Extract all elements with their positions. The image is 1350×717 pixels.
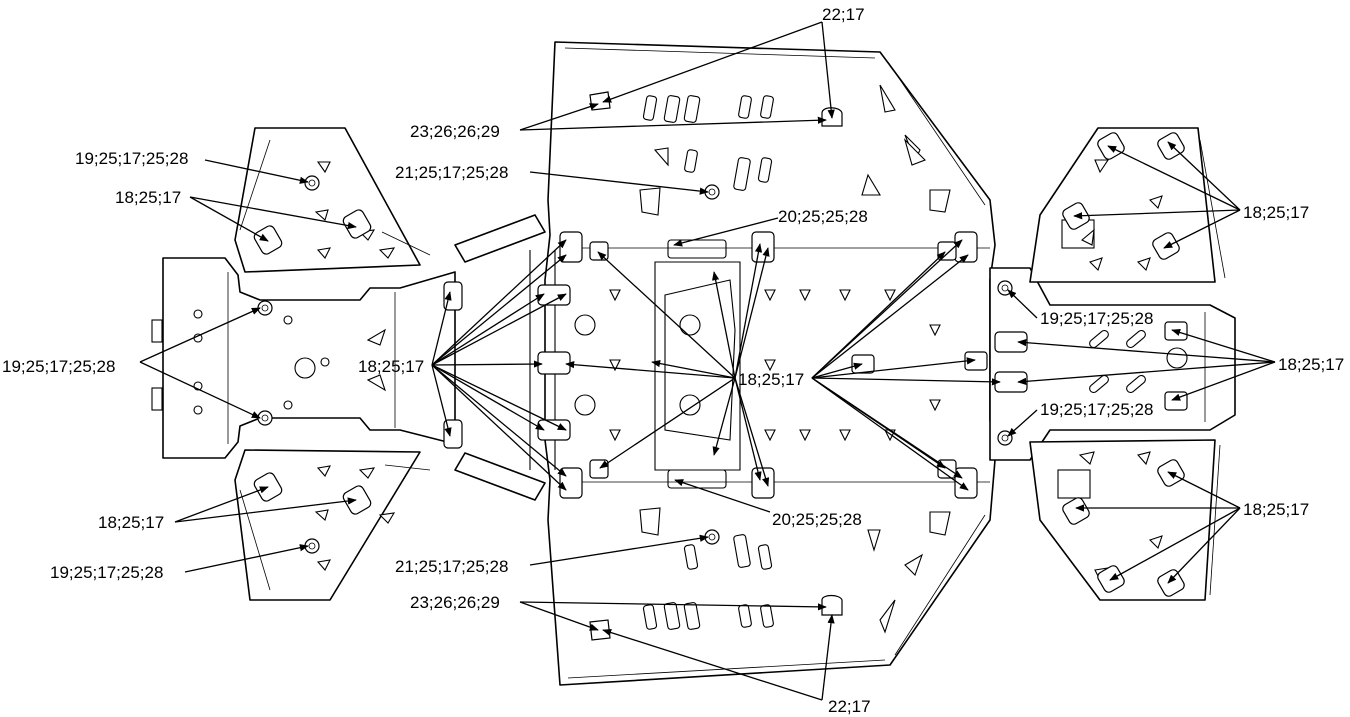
callout-bottom-center-bracket: 20;25;25;28 [772, 510, 862, 529]
callout-right-top-clips: 18;25;17 [1243, 203, 1309, 222]
right-lower-guard [1029, 439, 1221, 601]
right-rear-plate [989, 267, 1236, 461]
callout-right-upper-nut: 19;25;17;25;28 [1040, 309, 1153, 328]
callout-top-center-nut: 21;25;17;25;28 [395, 163, 508, 182]
right-upper-guard [1029, 127, 1226, 283]
leader-lines [139, 21, 1276, 701]
callout-bottom-tab-pair: 23;26;26;29 [410, 593, 500, 612]
callout-right-bottom-clips: 18;25;17 [1243, 500, 1309, 519]
left-upper-guard [234, 127, 431, 273]
callout-top-center-bracket: 20;25;25;28 [778, 207, 868, 226]
callout-bottom-center-nut: 21;25;17;25;28 [395, 557, 508, 576]
callout-left-top-nut: 19;25;17;25;28 [75, 149, 188, 168]
callout-right-lower-nut: 19;25;17;25;28 [1040, 400, 1153, 419]
callout-left-bottom-clips: 18;25;17 [98, 513, 164, 532]
callout-top-tab-pair: 23;26;26;29 [410, 122, 500, 141]
callout-left-bottom-nut: 19;25;17;25;28 [50, 563, 163, 582]
callout-left-top-clips: 18;25;17 [115, 188, 181, 207]
left-lower-guard [234, 449, 431, 601]
callout-top-right-clip: 22;17 [822, 5, 865, 24]
callout-center-clips: 18;25;17 [738, 370, 804, 389]
callout-left-mid-nuts: 19;25;17;25;28 [2, 357, 115, 376]
callout-left-center-clips: 18;25;17 [358, 357, 424, 376]
callout-bottom-right-clip: 22;17 [828, 697, 871, 716]
callout-labels: 22;17 23;26;26;29 21;25;17;25;28 20;25;2… [2, 5, 1344, 716]
center-skid-plate [544, 41, 996, 686]
callout-right-middle-clips: 18;25;17 [1278, 355, 1344, 374]
